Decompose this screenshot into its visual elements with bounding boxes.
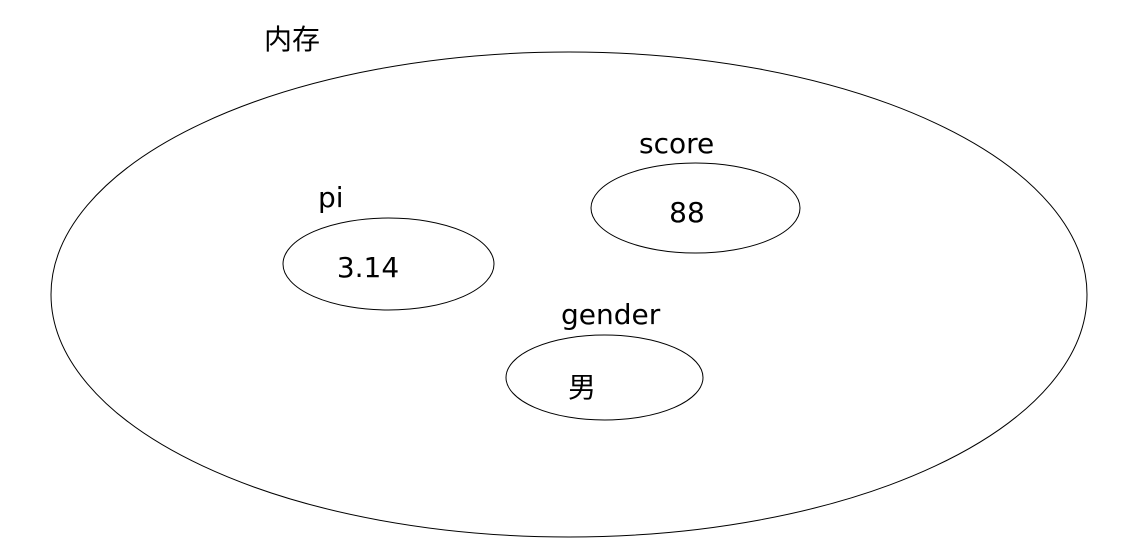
variable-value-pi: 3.14 — [337, 251, 399, 284]
memory-label: 内存 — [264, 23, 320, 56]
variable-value-gender: 男 — [568, 371, 596, 404]
variable-value-score: 88 — [669, 196, 705, 229]
memory-ellipse — [50, 51, 1088, 538]
variable-name-pi: pi — [318, 181, 344, 214]
variable-ellipse-gender — [505, 334, 704, 421]
variable-ellipse-pi — [282, 217, 495, 311]
variable-ellipse-score — [590, 162, 801, 254]
variable-name-score: score — [639, 127, 714, 160]
variable-name-gender: gender — [561, 298, 661, 331]
